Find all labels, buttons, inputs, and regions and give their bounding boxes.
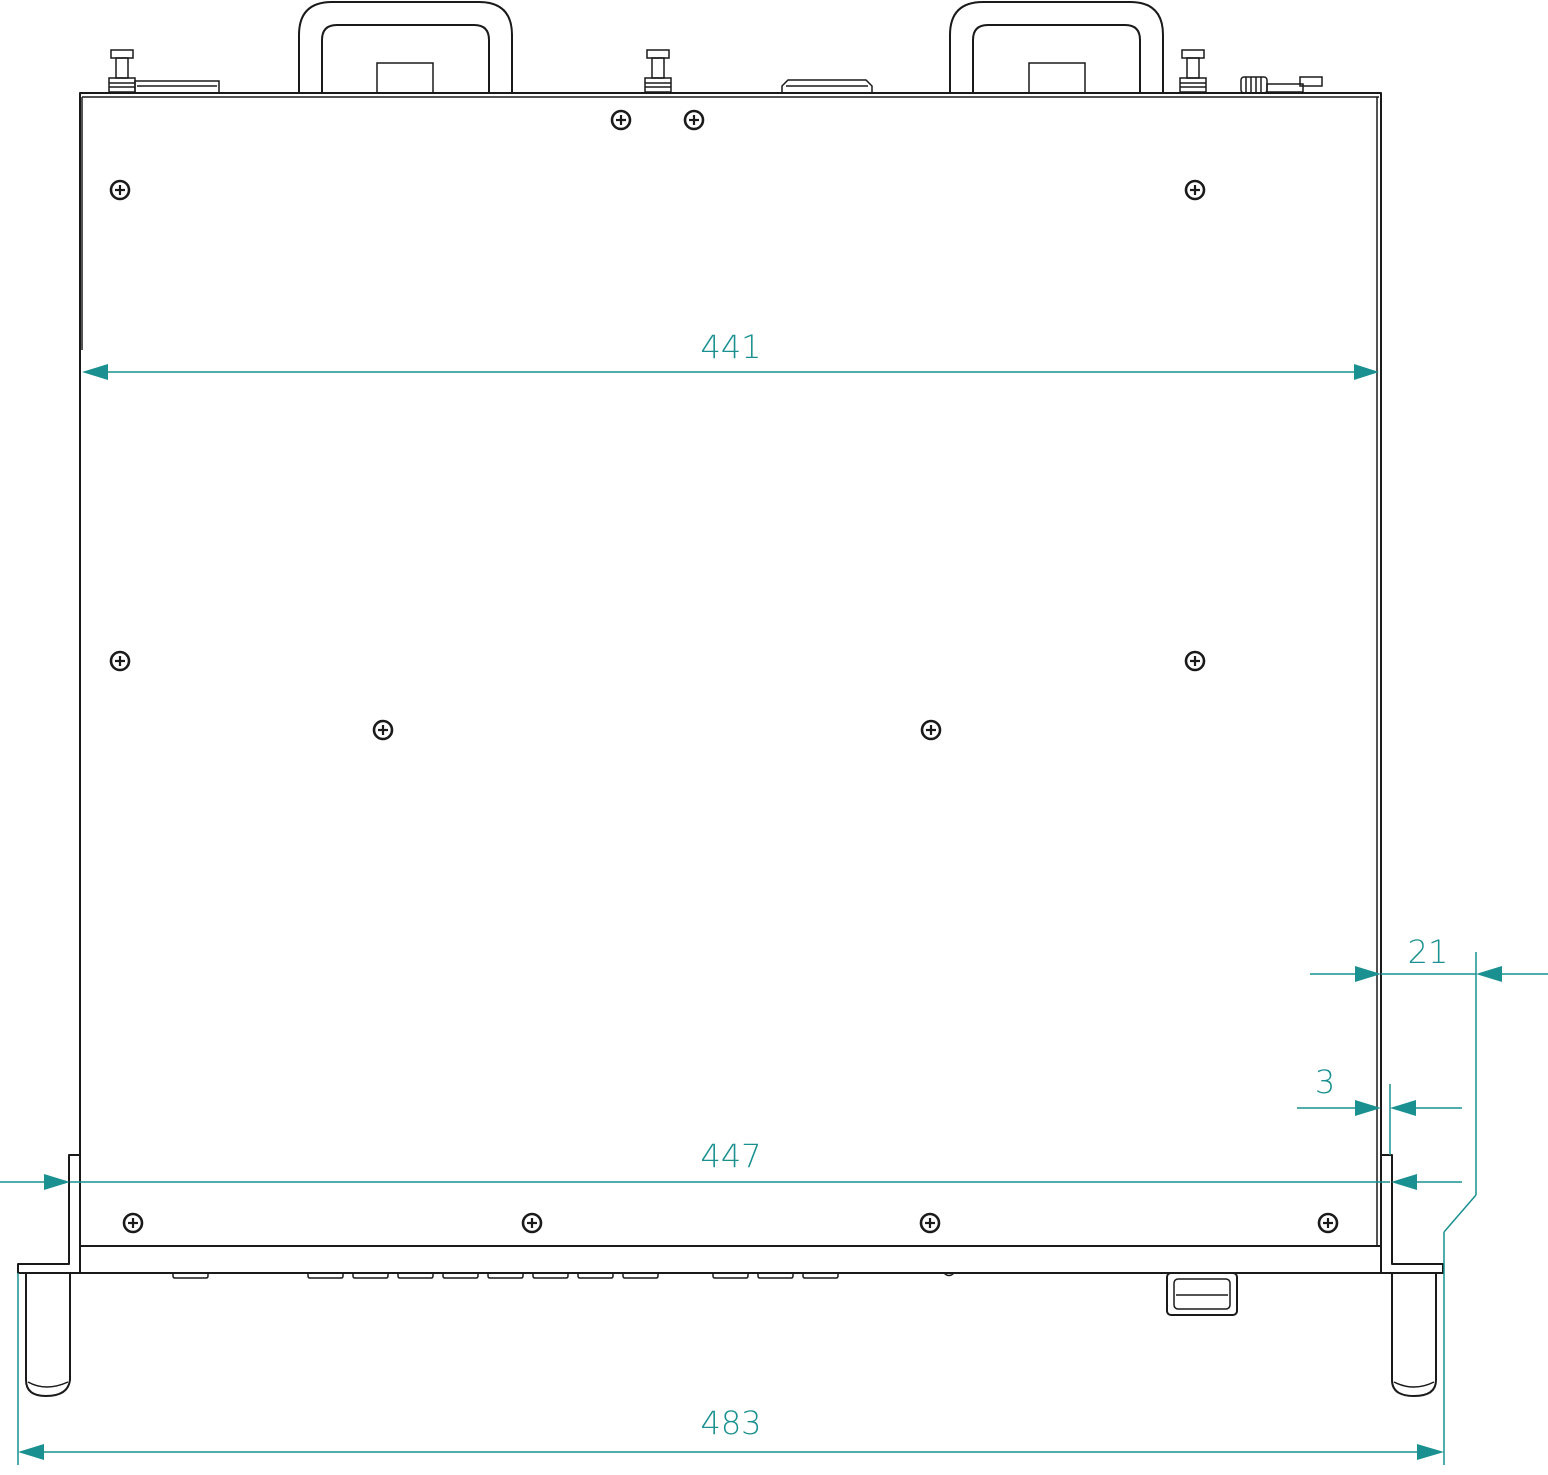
screw-icon [1184, 650, 1206, 672]
chassis-screws [109, 109, 1339, 1234]
front-connector [1166, 1272, 1238, 1316]
dimension-ear-depth: 21 [1310, 933, 1548, 1465]
screw-icon [1184, 179, 1206, 201]
front-handle-left [25, 1273, 71, 1397]
front-key [712, 1273, 749, 1279]
front-key [442, 1273, 479, 1279]
front-key [487, 1273, 524, 1279]
front-panel-keys [172, 1273, 839, 1279]
screw-icon [109, 179, 131, 201]
front-key [622, 1273, 659, 1279]
dimension-label-483: 483 [700, 1404, 761, 1442]
front-key [532, 1273, 569, 1279]
rear-thumbscrew-right [1179, 49, 1207, 93]
rack-ear-left [17, 1154, 81, 1274]
dimension-front-panel-width: 447 [0, 1137, 1462, 1190]
rear-ground-terminal [1240, 76, 1323, 94]
front-key [397, 1273, 434, 1279]
front-panel-face [79, 1245, 1382, 1274]
dimension-label-21: 21 [1408, 933, 1449, 971]
screw-icon [610, 109, 632, 131]
screw-icon [372, 719, 394, 741]
front-key [802, 1273, 839, 1279]
screw-icon [920, 719, 942, 741]
rear-connector-middle [781, 79, 873, 93]
rack-ear-right [1380, 1154, 1444, 1274]
rear-connector-left [134, 80, 220, 93]
chassis-outline [79, 92, 1382, 1247]
front-key [307, 1273, 344, 1279]
screw-icon [122, 1212, 144, 1234]
dimension-label-3: 3 [1315, 1063, 1335, 1101]
front-key [172, 1273, 209, 1279]
front-handle-right [1391, 1273, 1437, 1397]
front-panel [17, 1154, 1444, 1397]
screw-icon [109, 650, 131, 672]
rear-thumbscrew-middle [644, 49, 672, 93]
rear-handle-left [298, 1, 513, 94]
dimension-panel-thickness: 3 [1297, 1063, 1462, 1155]
chassis-body [79, 92, 1382, 1247]
front-key [757, 1273, 794, 1279]
screw-icon [1317, 1212, 1339, 1234]
front-key [352, 1273, 389, 1279]
rear-thumbscrew-left [108, 49, 136, 93]
dimension-overall-width: 483 [17, 1273, 1444, 1465]
dimension-inner-width: 441 [82, 328, 1379, 380]
rear-hardware [108, 1, 1323, 94]
screw-icon [683, 109, 705, 131]
dimension-label-447: 447 [700, 1137, 761, 1175]
front-indicator [943, 1272, 955, 1277]
screw-icon [521, 1212, 543, 1234]
screw-icon [919, 1212, 941, 1234]
dimension-label-441: 441 [700, 328, 761, 366]
front-key [577, 1273, 614, 1279]
rear-handle-right [949, 1, 1164, 94]
